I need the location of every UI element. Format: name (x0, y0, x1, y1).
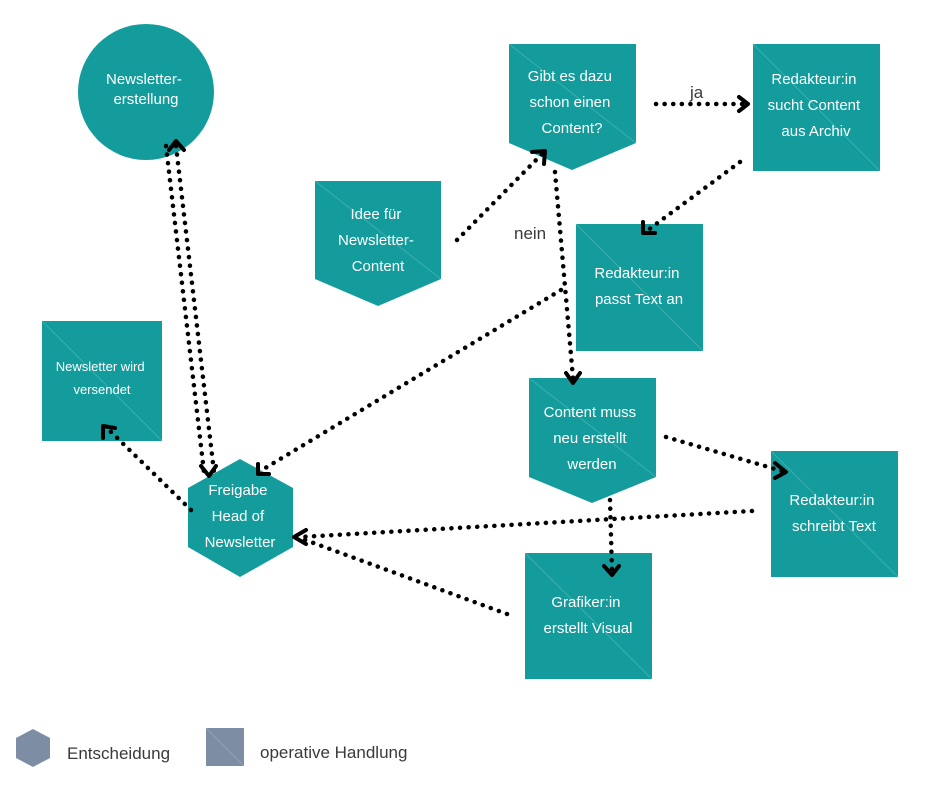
square-shape (753, 44, 880, 171)
edge-freigabe-to-versendet (105, 426, 194, 513)
node-newsletter-versendet[interactable]: Newsletter wird versendet (41, 320, 163, 442)
node-line: versendet (73, 382, 130, 397)
hexagon-decision-shape (188, 459, 293, 577)
shape-diagonal (770, 450, 899, 578)
edge-erstellung-to-freigabe (163, 143, 207, 475)
edge-freigabe-to-erstellung (173, 143, 217, 475)
shape-diagonal (528, 377, 657, 478)
node-line: Newsletter wird (56, 359, 145, 374)
node-line: passt Text an (595, 291, 683, 308)
node-redakteur-schreibt-label: Redakteur:in schreibt Text (789, 492, 878, 535)
node-line: erstellung (113, 91, 178, 108)
node-line: aus Archiv (781, 123, 851, 140)
edge-idee-to-gibt-es (454, 149, 547, 243)
edge-passt-to-freigabe (259, 287, 564, 473)
shape-diagonal (524, 552, 653, 680)
arrowhead (530, 149, 547, 166)
node-line: Content muss (544, 404, 637, 421)
node-line: Head of (212, 508, 265, 525)
edge-label-nein: nein (514, 224, 546, 243)
node-newsletter-erstellung[interactable]: Newsletter- erstellung (78, 24, 214, 160)
node-line: schreibt Text (792, 518, 877, 535)
node-line: Newsletter- (106, 71, 182, 88)
node-line: Redakteur:in (789, 492, 874, 509)
node-newsletter-versendet-label: Newsletter wird versendet (56, 359, 148, 397)
arrowhead (167, 139, 186, 152)
node-grafiker-label: Grafiker:in erstellt Visual (544, 594, 633, 637)
node-idee-label: Idee für Newsletter- Content (338, 206, 418, 275)
shape-diagonal (205, 727, 245, 767)
node-line: Newsletter (205, 534, 276, 551)
node-gibt-es-content[interactable]: Gibt es dazu schon einen Content? (508, 43, 637, 170)
node-redakteur-archiv[interactable]: Redakteur:in sucht Content aus Archiv (752, 43, 881, 172)
pentagon-down-shape (529, 378, 656, 503)
edges (101, 95, 788, 617)
node-line: erstellt Visual (544, 620, 633, 637)
arrowhead (602, 564, 621, 577)
shape-diagonal (41, 320, 163, 442)
edge-neu-to-grafiker (607, 497, 615, 575)
square-shape (525, 553, 652, 679)
edge-grafiker-to-freigabe (297, 535, 510, 617)
node-redakteur-passt[interactable]: Redakteur:in passt Text an (575, 223, 704, 352)
legend-operative-label: operative Handlung (260, 743, 407, 762)
shape-diagonal (752, 43, 881, 172)
shape-diagonal (314, 180, 442, 280)
pentagon-down-shape (509, 44, 636, 170)
node-line: werden (566, 456, 616, 473)
node-idee[interactable]: Idee für Newsletter- Content (314, 180, 442, 306)
node-line: schon einen (529, 94, 610, 111)
node-freigabe-label: Freigabe Head of Newsletter (205, 482, 276, 551)
start-circle (78, 24, 214, 160)
node-content-neu[interactable]: Content muss neu erstellt werden (528, 377, 657, 503)
node-line: Content (352, 258, 405, 275)
legend-square-icon (206, 728, 244, 766)
shape-diagonal (575, 223, 704, 352)
square-shape (42, 321, 162, 441)
node-freigabe[interactable]: Freigabe Head of Newsletter (188, 459, 293, 577)
square-shape (771, 451, 898, 577)
arrowhead (292, 528, 308, 546)
pentagon-down-shape (315, 181, 441, 306)
arrowhead (199, 464, 218, 478)
node-content-neu-label: Content muss neu erstellt werden (544, 404, 641, 473)
node-line: neu erstellt (553, 430, 627, 447)
node-newsletter-erstellung-label: Newsletter- erstellung (106, 71, 186, 108)
node-line: Content? (542, 120, 603, 137)
legend-hexagon-icon (16, 729, 50, 767)
edge-nein (552, 169, 576, 381)
arrowhead (773, 461, 788, 480)
edge-schreibt-to-freigabe (297, 508, 755, 540)
shape-diagonal (508, 43, 637, 144)
square-shape (576, 224, 703, 351)
node-line: Gibt es dazu (528, 68, 612, 85)
edge-archiv-to-passt (645, 159, 743, 233)
node-line: Redakteur:in (771, 71, 856, 88)
arrowhead (101, 424, 117, 440)
arrowhead (641, 220, 657, 235)
legend: Entscheidung operative Handlung (16, 727, 407, 767)
node-grafiker[interactable]: Grafiker:in erstellt Visual (524, 552, 653, 680)
arrowhead (256, 462, 271, 476)
node-line: Redakteur:in (594, 265, 679, 282)
legend-decision-label: Entscheidung (67, 744, 170, 763)
node-gibt-es-content-label: Gibt es dazu schon einen Content? (528, 68, 616, 137)
node-redakteur-archiv-label: Redakteur:in sucht Content aus Archiv (768, 71, 865, 140)
node-line: Idee für (350, 206, 401, 223)
node-redakteur-schreibt[interactable]: Redakteur:in schreibt Text (770, 450, 899, 578)
arrowhead (564, 371, 582, 385)
edge-label-ja: ja (689, 83, 704, 102)
edge-neu-to-schreibt (663, 434, 785, 474)
arrowhead (737, 95, 750, 113)
node-line: Newsletter- (338, 232, 414, 249)
node-line: Freigabe (208, 482, 267, 499)
node-redakteur-passt-label: Redakteur:in passt Text an (594, 265, 683, 308)
node-line: sucht Content (768, 97, 861, 114)
node-line: Grafiker:in (551, 594, 620, 611)
